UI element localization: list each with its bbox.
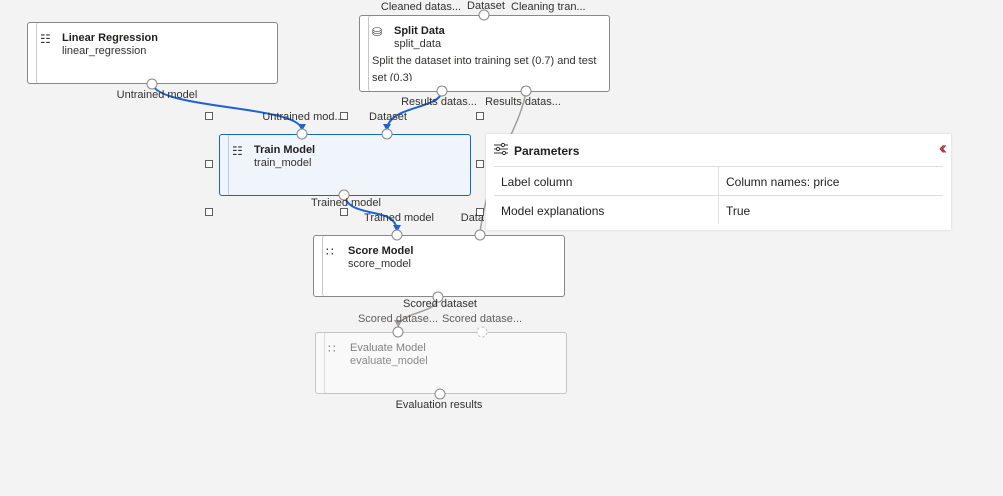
output-port[interactable]	[436, 85, 448, 97]
input-port[interactable]	[381, 128, 393, 140]
database-gear-icon: ⛁	[372, 25, 383, 39]
parameters-title: Parameters	[514, 144, 580, 158]
node-name: split_data	[394, 38, 442, 50]
parameter-value: Column names: price	[726, 175, 840, 189]
parameter-row: Label column Column names: price	[494, 166, 943, 195]
resize-handle[interactable]	[205, 112, 213, 120]
input-port[interactable]	[476, 326, 488, 338]
port-label: Results datas...	[485, 96, 561, 108]
node-title: Split Data	[394, 25, 445, 37]
resize-handle[interactable]	[476, 208, 484, 216]
arrow-icon	[394, 320, 402, 327]
port-label: Trained model	[364, 212, 434, 224]
output-port[interactable]	[520, 85, 532, 97]
parameter-row: Model explanations True	[494, 195, 943, 224]
output-port[interactable]	[432, 291, 444, 303]
edge-lr-to-train	[151, 83, 303, 131]
port-label: Scored datase...	[441, 313, 523, 325]
resize-handle[interactable]	[340, 208, 348, 216]
resize-handle[interactable]	[205, 208, 213, 216]
divider	[718, 167, 719, 195]
collapse-chevron-icon[interactable]: ‹‹	[939, 138, 947, 158]
parameter-value: True	[726, 204, 751, 218]
port-label: Scored datase...	[357, 313, 439, 325]
input-port[interactable]	[478, 9, 490, 21]
resize-handle[interactable]	[476, 112, 484, 120]
input-port[interactable]	[296, 128, 308, 140]
port-label: Untrained model	[116, 89, 198, 101]
node-split-data[interactable]: ⛁ Split Data split_data Split the datase…	[359, 15, 610, 92]
port-label: Evaluation results	[395, 399, 483, 411]
resize-handle[interactable]	[476, 160, 484, 168]
node-name: linear_regression	[62, 45, 147, 57]
arrow-icon	[393, 225, 401, 232]
node-evaluate-model[interactable]: ∷ Evaluate Model evaluate_model	[315, 332, 567, 394]
node-name: evaluate_model	[350, 355, 428, 367]
sliders-icon	[494, 142, 508, 156]
input-port[interactable]	[391, 229, 403, 241]
parameters-panel: Parameters ‹‹ Label column Column names:…	[486, 134, 951, 230]
input-port[interactable]	[392, 326, 404, 338]
resize-handle[interactable]	[205, 160, 213, 168]
port-label: Dataset	[369, 111, 407, 123]
port-label: Results datas...	[401, 96, 477, 108]
port-label: Scored dataset	[403, 298, 477, 310]
port-label: Data	[460, 212, 484, 224]
port-label: Untrained mod...	[262, 111, 344, 123]
hierarchy-icon: ☷	[40, 32, 51, 46]
node-title: Linear Regression	[62, 32, 158, 44]
arrow-icon	[383, 124, 391, 131]
node-name: score_model	[348, 258, 411, 270]
scatter-icon: ∷	[326, 245, 334, 259]
port-label: Cleaned datas...	[380, 1, 461, 13]
node-title: Evaluate Model	[350, 342, 426, 354]
node-name: train_model	[254, 157, 312, 169]
port-label: Dataset	[467, 0, 505, 12]
parameter-label: Model explanations	[501, 204, 605, 218]
port-label: Trained model	[311, 197, 381, 209]
parameters-header: Parameters ‹‹	[486, 134, 951, 166]
edge-train-to-score	[343, 194, 398, 232]
train-model-icon: ☷	[232, 144, 243, 158]
node-title: Score Model	[348, 245, 414, 257]
node-train-model[interactable]: ☷ Train Model train_model	[219, 134, 471, 196]
node-description: Split the dataset into training set (0.7…	[372, 55, 597, 81]
parameter-label: Label column	[501, 175, 573, 189]
node-linear-regression[interactable]: ☷ Linear Regression linear_regression	[27, 22, 278, 84]
input-port[interactable]	[474, 229, 486, 241]
arrow-icon	[298, 124, 306, 131]
port-label: Cleaning tran...	[511, 1, 586, 13]
scatter-icon: ∷	[328, 342, 336, 356]
node-score-model[interactable]: ∷ Score Model score_model	[313, 235, 565, 297]
output-port[interactable]	[338, 189, 350, 201]
node-title: Train Model	[254, 144, 316, 156]
output-port[interactable]	[434, 388, 446, 400]
resize-handle[interactable]	[340, 112, 348, 120]
divider	[718, 196, 719, 224]
output-port[interactable]	[146, 78, 158, 90]
